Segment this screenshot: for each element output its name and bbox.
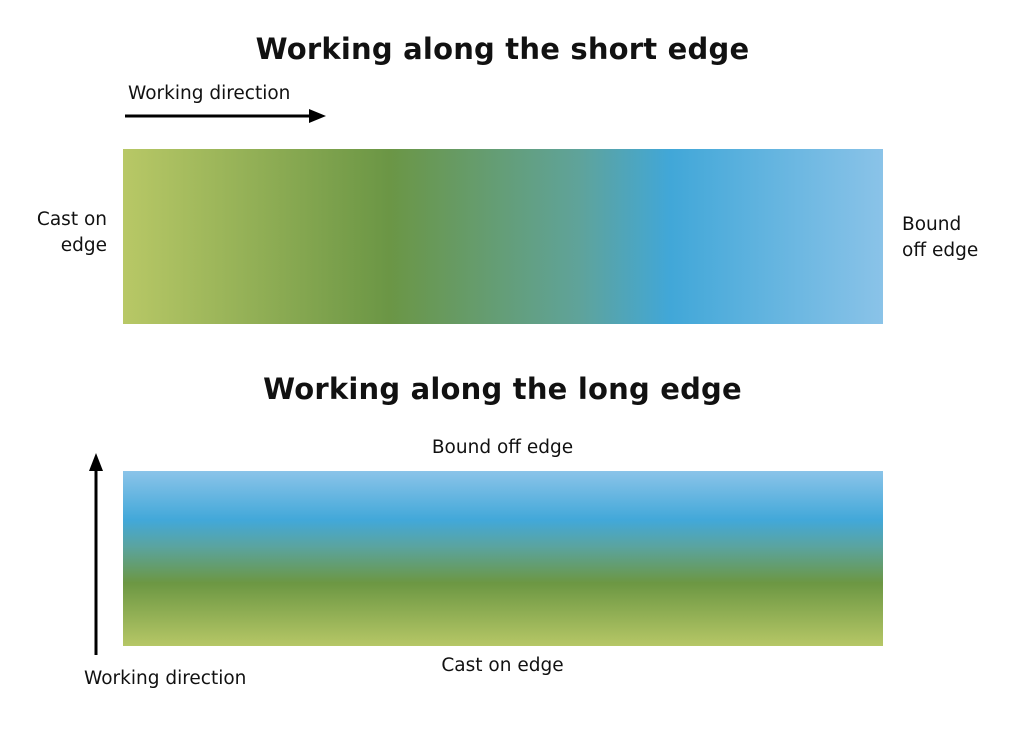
gradient-swatch-short-edge [123,149,883,324]
arrow-right-icon [125,109,326,123]
arrow-up-icon [89,453,103,655]
working-direction-label-short: Working direction [128,83,291,104]
bound-off-edge-label-short: Bound off edge [902,214,979,261]
working-direction-label-long: Working direction [84,668,247,689]
cast-on-edge-label-short: Cast on edge [36,209,107,256]
gradient-swatch-long-edge [123,471,883,646]
bound-off-edge-label-long: Bound off edge [431,437,574,458]
title-long-edge: Working along the long edge [263,372,742,406]
title-short-edge: Working along the short edge [255,32,750,66]
cast-on-edge-label-long: Cast on edge [441,655,564,676]
